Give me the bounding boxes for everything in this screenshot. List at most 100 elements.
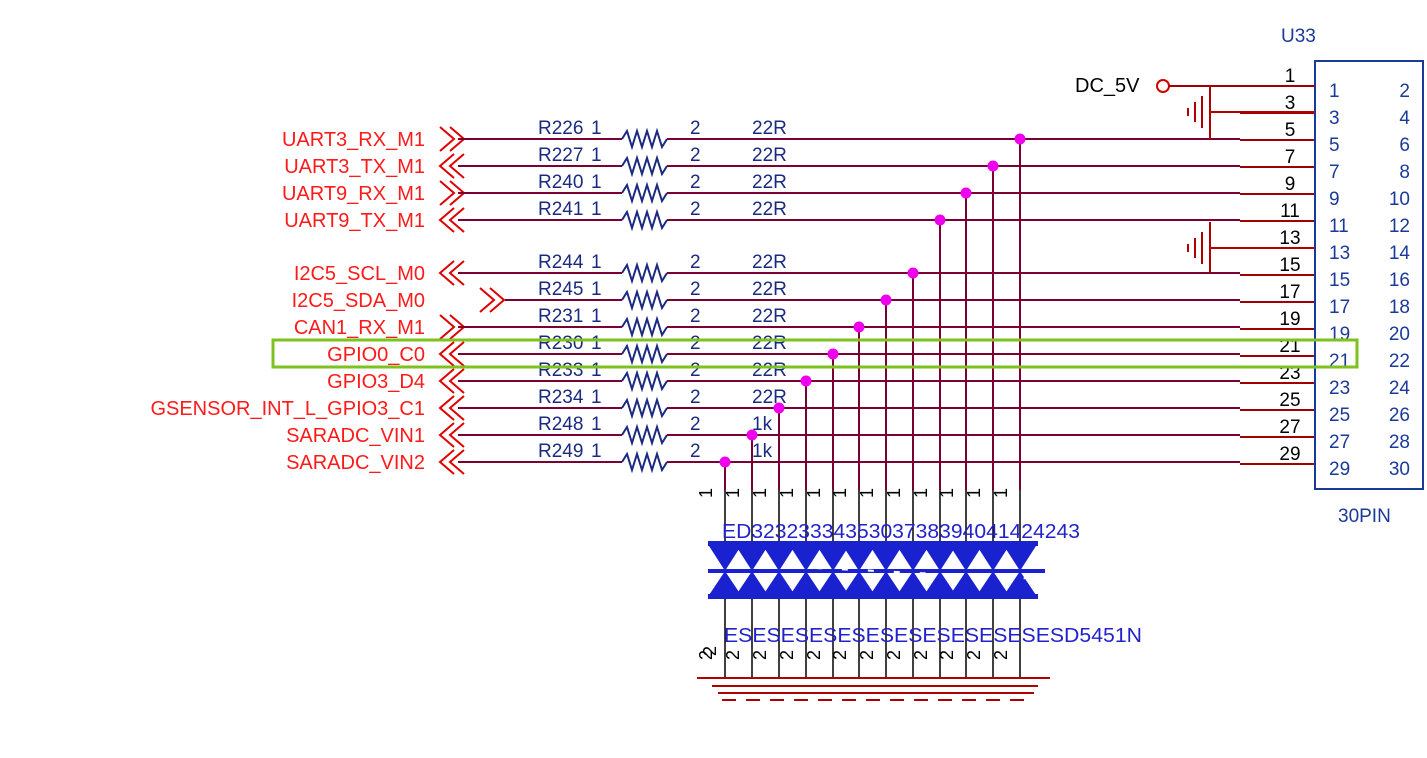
signal-row: I2C5_SDA_M0 R245 1 2 22R — [292, 279, 1240, 490]
net-label: GPIO0_C0 — [327, 344, 425, 366]
resistor-ref: R230 — [538, 333, 583, 354]
diode-pin1: 1 — [830, 488, 850, 498]
diode-pin1: 1 — [750, 488, 770, 498]
esd-diode-icon — [842, 544, 876, 571]
wire-pin-number: 5 — [1285, 120, 1296, 141]
ground-rail-icon — [697, 677, 1050, 701]
resistor-pin1: 1 — [591, 145, 602, 166]
resistor-pin2: 2 — [690, 387, 701, 408]
resistor-pin1: 1 — [591, 360, 602, 381]
resistor-icon — [621, 288, 668, 312]
connector-pin-left: 11 — [1329, 216, 1349, 237]
resistor-pin1: 1 — [591, 199, 602, 220]
resistor-pin1: 1 — [591, 118, 602, 139]
esd-ref-label: ED3232333435303738394041424243 — [722, 521, 1080, 543]
diode-pin1: 1 — [911, 488, 931, 498]
junction-dot — [960, 187, 972, 199]
resistor-pin1: 1 — [591, 414, 602, 435]
diode-pin2: 2 — [723, 650, 743, 660]
resistor-icon — [621, 450, 668, 474]
resistor-ref: R226 — [538, 118, 583, 139]
diode-pin2: 2 — [991, 650, 1011, 660]
net-label: I2C5_SDA_M0 — [292, 290, 425, 312]
wire-pin-number: 29 — [1279, 444, 1300, 465]
connector-pin-right: 28 — [1389, 432, 1410, 453]
resistor-pin2: 2 — [690, 252, 701, 273]
resistor-value: 22R — [752, 279, 787, 300]
offpage-arrow-icon — [438, 341, 465, 367]
resistor-ref: R234 — [538, 387, 584, 408]
esd-diode-icon — [869, 571, 903, 597]
diode-pin1: 1 — [937, 488, 957, 498]
diode-pin2: 2 — [804, 650, 824, 660]
junction-dot — [746, 429, 758, 441]
net-label: UART3_RX_M1 — [282, 129, 425, 151]
resistor-pin1: 1 — [591, 441, 602, 462]
esd-diode-icon — [976, 544, 1010, 571]
diode-pin2: 2 — [696, 650, 716, 660]
resistor-ref: R241 — [538, 199, 583, 220]
connector-pin-left: 23 — [1329, 378, 1350, 399]
highlight-box — [271, 338, 1359, 369]
resistor-icon — [621, 154, 668, 178]
power-terminal-icon — [1156, 79, 1170, 93]
connector-pin-left: 9 — [1329, 189, 1340, 210]
esd-diode-icon — [735, 544, 769, 571]
diode-pin2: 2 — [750, 650, 770, 660]
esd-diode-icon — [896, 544, 930, 571]
wire-pin-number: 9 — [1285, 174, 1296, 195]
resistor-icon — [621, 181, 668, 205]
connector-pin-left: 21 — [1329, 351, 1350, 372]
connector-pin-left: 5 — [1329, 135, 1340, 156]
net-label: UART9_TX_M1 — [284, 210, 425, 232]
diode-pin1: 1 — [857, 488, 877, 498]
diode-band — [708, 541, 1038, 546]
junction-dot — [800, 375, 812, 387]
net-label: I2C5_SCL_M0 — [294, 263, 425, 285]
esd-diode-icon — [976, 571, 1010, 597]
connector-pin-right: 30 — [1389, 459, 1410, 480]
resistor-icon — [621, 369, 668, 393]
resistor-icon — [621, 396, 668, 420]
dc5v-power: DC_5V — [1075, 75, 1315, 97]
signal-row: UART9_TX_M1 R241 1 2 22R — [284, 199, 1240, 490]
diode-pin1: 1 — [991, 488, 1011, 498]
esd-diode-icon — [816, 544, 850, 571]
resistor-pin2: 2 — [690, 279, 701, 300]
resistor-icon — [621, 423, 668, 447]
resistor-icon — [621, 261, 668, 285]
esd-diode-icon — [708, 571, 742, 597]
connector-pin-left: 7 — [1329, 162, 1340, 183]
junction-dot — [827, 348, 839, 360]
junction-dot — [1014, 133, 1026, 145]
resistor-ref: R245 — [538, 279, 583, 300]
ground-icon — [1187, 222, 1315, 273]
signal-row: UART3_RX_M1 R226 1 2 22R — [282, 118, 1240, 490]
offpage-arrow-icon — [438, 260, 465, 286]
resistor-pin2: 2 — [690, 172, 701, 193]
offpage-arrow-icon — [479, 287, 506, 313]
diode-pin1: 1 — [777, 488, 797, 498]
resistor-pin2: 2 — [690, 360, 701, 381]
diode-pin1: 1 — [804, 488, 824, 498]
resistor-value: 22R — [752, 199, 787, 220]
connector-pin-left: 29 — [1329, 459, 1350, 480]
resistor-pin1: 1 — [591, 333, 602, 354]
connector-pin-left: 17 — [1329, 297, 1350, 318]
connector-pin-right: 20 — [1389, 324, 1410, 345]
esd-diode-icon — [923, 571, 957, 597]
wire-pin-number: 17 — [1279, 282, 1300, 303]
net-label: SARADC_VIN2 — [286, 452, 425, 474]
resistor-ref: R240 — [538, 172, 583, 193]
esd-diode-icon — [923, 544, 957, 571]
resistor-value: 22R — [752, 145, 787, 166]
wire-pin-number: 11 — [1280, 201, 1300, 222]
connector-pin-left: 27 — [1329, 432, 1350, 453]
